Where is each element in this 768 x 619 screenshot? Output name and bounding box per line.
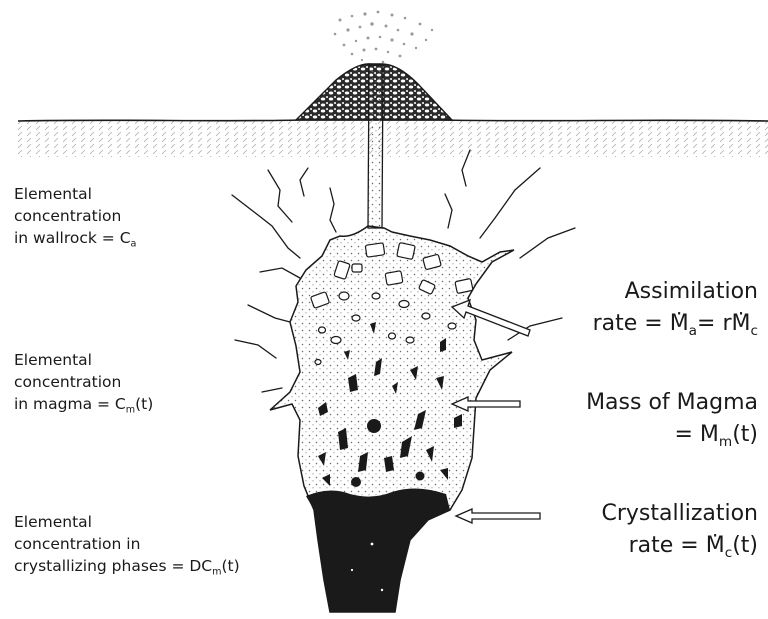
label-mid: = r xyxy=(697,311,731,336)
subscript: m xyxy=(126,404,135,415)
crystallizing-concentration-label: Elemental concentration in crystallizing… xyxy=(14,511,240,577)
label-prefix: rate = xyxy=(593,311,670,336)
label-title: Mass of Magma xyxy=(586,387,758,419)
rate-dot: · xyxy=(712,526,718,546)
label-title: Crystallization xyxy=(601,498,758,530)
magma-concentration-label: Elemental concentration in magma = Cm(t) xyxy=(14,349,153,415)
label-prefix: rate = xyxy=(629,533,706,558)
volcanic-conduit xyxy=(368,65,383,228)
subscript: a xyxy=(131,238,137,249)
label-line: Elemental xyxy=(14,349,153,371)
subscript: c xyxy=(751,323,759,339)
crystallization-arrow xyxy=(456,509,540,523)
wallrock-concentration-label: Elemental concentration in wallrock = Ca xyxy=(14,183,136,249)
rate-dot: · xyxy=(676,304,682,324)
mass-of-magma-label: Mass of Magma = Mm(t) xyxy=(586,387,758,451)
label-line: Elemental xyxy=(14,511,240,533)
label-line: in magma = C xyxy=(14,395,126,413)
subscript: a xyxy=(689,323,697,339)
rate-dot: · xyxy=(738,304,744,324)
label-tail: (t) xyxy=(732,422,758,447)
label-line: concentration xyxy=(14,371,153,393)
mass-arrow xyxy=(452,397,520,411)
label-tail: (t) xyxy=(135,395,153,413)
crystallization-rate-label: Crystallization rate = M·c(t) xyxy=(601,498,758,562)
label-line: Elemental xyxy=(14,183,136,205)
assimilation-rate-label: Assimilation rate = M·a= rM·c xyxy=(593,276,758,340)
subscript: m xyxy=(719,434,732,450)
crystal-mush xyxy=(306,488,450,612)
label-line: concentration xyxy=(14,205,136,227)
label-line: concentration in xyxy=(14,533,240,555)
eruption-plume xyxy=(334,11,433,64)
label-tail: (t) xyxy=(732,533,758,558)
label-line: in wallrock = C xyxy=(14,229,131,247)
label-prefix: = M xyxy=(675,422,719,447)
label-tail: (t) xyxy=(221,557,239,575)
ground-surface xyxy=(18,120,768,157)
label-line: crystallizing phases = DC xyxy=(14,557,212,575)
